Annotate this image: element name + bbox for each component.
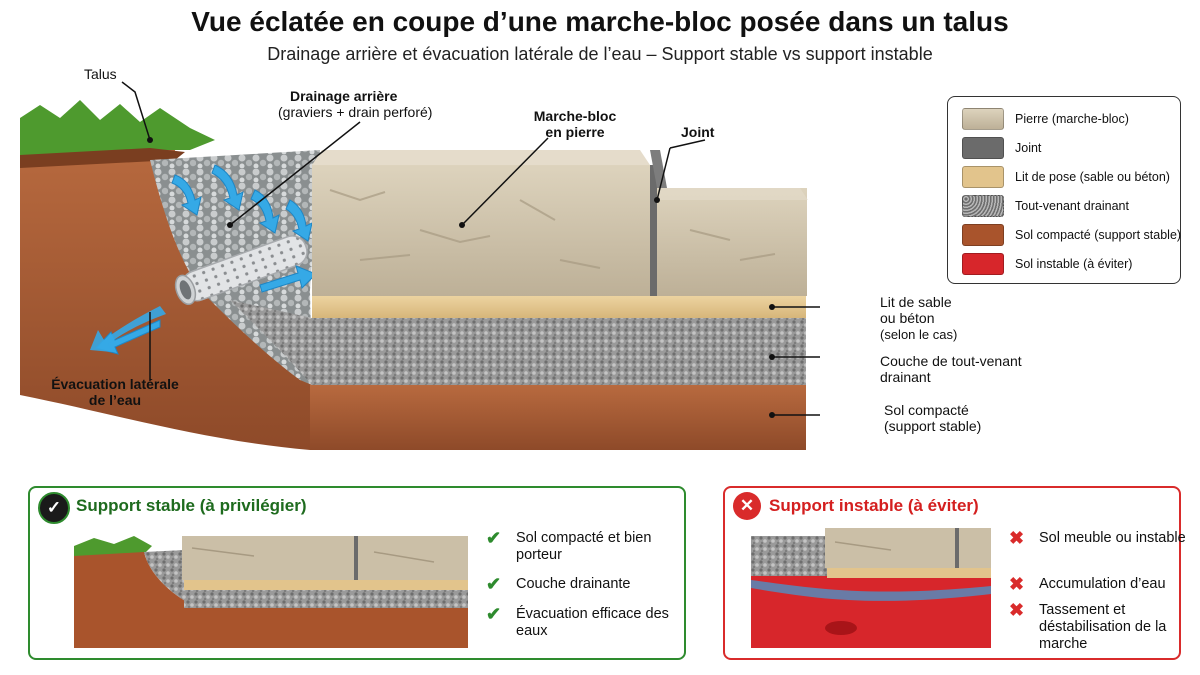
unstable-item-text: Accumulation d’eau [1039,576,1166,592]
stable-item-text: Couche drainante [516,576,631,592]
legend-swatch-lit-de-pose [962,166,1004,188]
stable-item-text: Évacuation efficace des eaux [516,606,669,639]
check-icon: ✔ [486,528,502,548]
stable-item: ✔ Évacuation efficace des eaux [486,604,676,640]
label-lit-line3: (selon le cas) [880,327,958,342]
check-icon: ✔ [486,604,502,624]
unstable-item-text: Sol meuble ou instable [1039,530,1186,546]
label-toutvenant-line1: Couche de tout-venant [880,353,1022,369]
label-evacuation-line1: Évacuation latérale [51,376,179,392]
legend-item-pierre: Pierre (marche-bloc) [962,108,1129,130]
legend-item-sol-instable: Sol instable (à éviter) [962,253,1132,275]
legend-item-lit-de-pose: Lit de pose (sable ou béton) [962,166,1170,188]
legend-label: Sol instable (à éviter) [1015,257,1133,271]
check-badge-icon: ✓ [38,492,70,524]
page-title: Vue éclatée en coupe d’une marche-bloc p… [191,6,1009,37]
legend: Pierre (marche-bloc) Joint Lit de pose (… [947,96,1181,284]
legend-swatch-joint [962,137,1004,159]
check-icon: ✔ [486,574,502,594]
unstable-support-title: Support instable (à éviter) [769,496,979,515]
label-joint: Joint [681,124,715,140]
stable-support-title: Support stable (à privilégier) [76,496,307,515]
label-drainage-detail: (graviers + drain perforé) [278,104,433,120]
stable-support-illustration [74,536,468,648]
label-toutvenant-line2: drainant [880,369,931,385]
legend-label: Lit de pose (sable ou béton) [1015,170,1170,184]
legend-label: Tout-venant drainant [1015,199,1129,213]
unstable-item-text: Tassement et déstabilisation de la march… [1039,602,1167,652]
label-lit-line1: Lit de sable [880,294,952,310]
legend-label: Pierre (marche-bloc) [1015,112,1129,126]
legend-item-sol-compacte: Sol compacté (support stable) [962,224,1181,246]
legend-label: Sol compacté (support stable) [1015,228,1182,242]
label-lit-line2: ou béton [880,310,935,326]
label-evacuation-line2: de l’eau [88,392,142,408]
unstable-item: ✖ Tassement et déstabilisation de la mar… [1009,600,1199,653]
label-sol-compacte: Sol compacté (support stable) [884,402,981,434]
label-marche-line1: Marche-bloc [533,108,617,124]
legend-label: Joint [1015,141,1042,155]
cross-badge-icon: ✕ [733,492,761,520]
stable-item: ✔ Couche drainante [486,574,676,594]
label-evacuation: Évacuation latérale de l’eau [50,376,180,408]
cross-section-illustration [20,81,820,450]
label-drainage-title: Drainage arrière [290,88,398,104]
cross-icon: ✖ [1009,574,1025,594]
unstable-item: ✖ Sol meuble ou instable [1009,528,1199,548]
label-sol-line1: Sol compacté [884,402,969,418]
cross-icon: ✖ [1009,600,1025,620]
label-lit-de-sable: Lit de sable ou béton (selon le cas) [880,294,957,343]
cross-icon: ✖ [1009,528,1025,548]
label-talus: Talus [84,66,117,82]
legend-swatch-sol-compacte [962,224,1004,246]
label-tout-venant: Couche de tout-venant drainant [880,353,1022,385]
legend-swatch-pierre [962,108,1004,130]
label-marche-line2: en pierre [545,124,605,140]
stable-item-text: Sol compacté et bien porteur [516,530,652,563]
unstable-item: ✖ Accumulation d’eau [1009,574,1199,594]
stable-item: ✔ Sol compacté et bien porteur [486,528,676,564]
stable-support-panel: ✓ Support stable (à privilégier) ✔ Sol c… [28,486,686,660]
label-marche-bloc: Marche-bloc en pierre [520,108,630,140]
label-sol-line2: (support stable) [884,418,982,434]
legend-swatch-tout-venant [962,195,1004,217]
unstable-support-illustration [751,528,991,648]
legend-item-tout-venant: Tout-venant drainant [962,195,1129,217]
unstable-support-panel: ✕ Support instable (à éviter) ✖ Sol meub… [723,486,1186,660]
legend-item-joint: Joint [962,137,1041,159]
legend-swatch-sol-instable [962,253,1004,275]
page-subtitle: Drainage arrière et évacuation latérale … [267,44,933,64]
